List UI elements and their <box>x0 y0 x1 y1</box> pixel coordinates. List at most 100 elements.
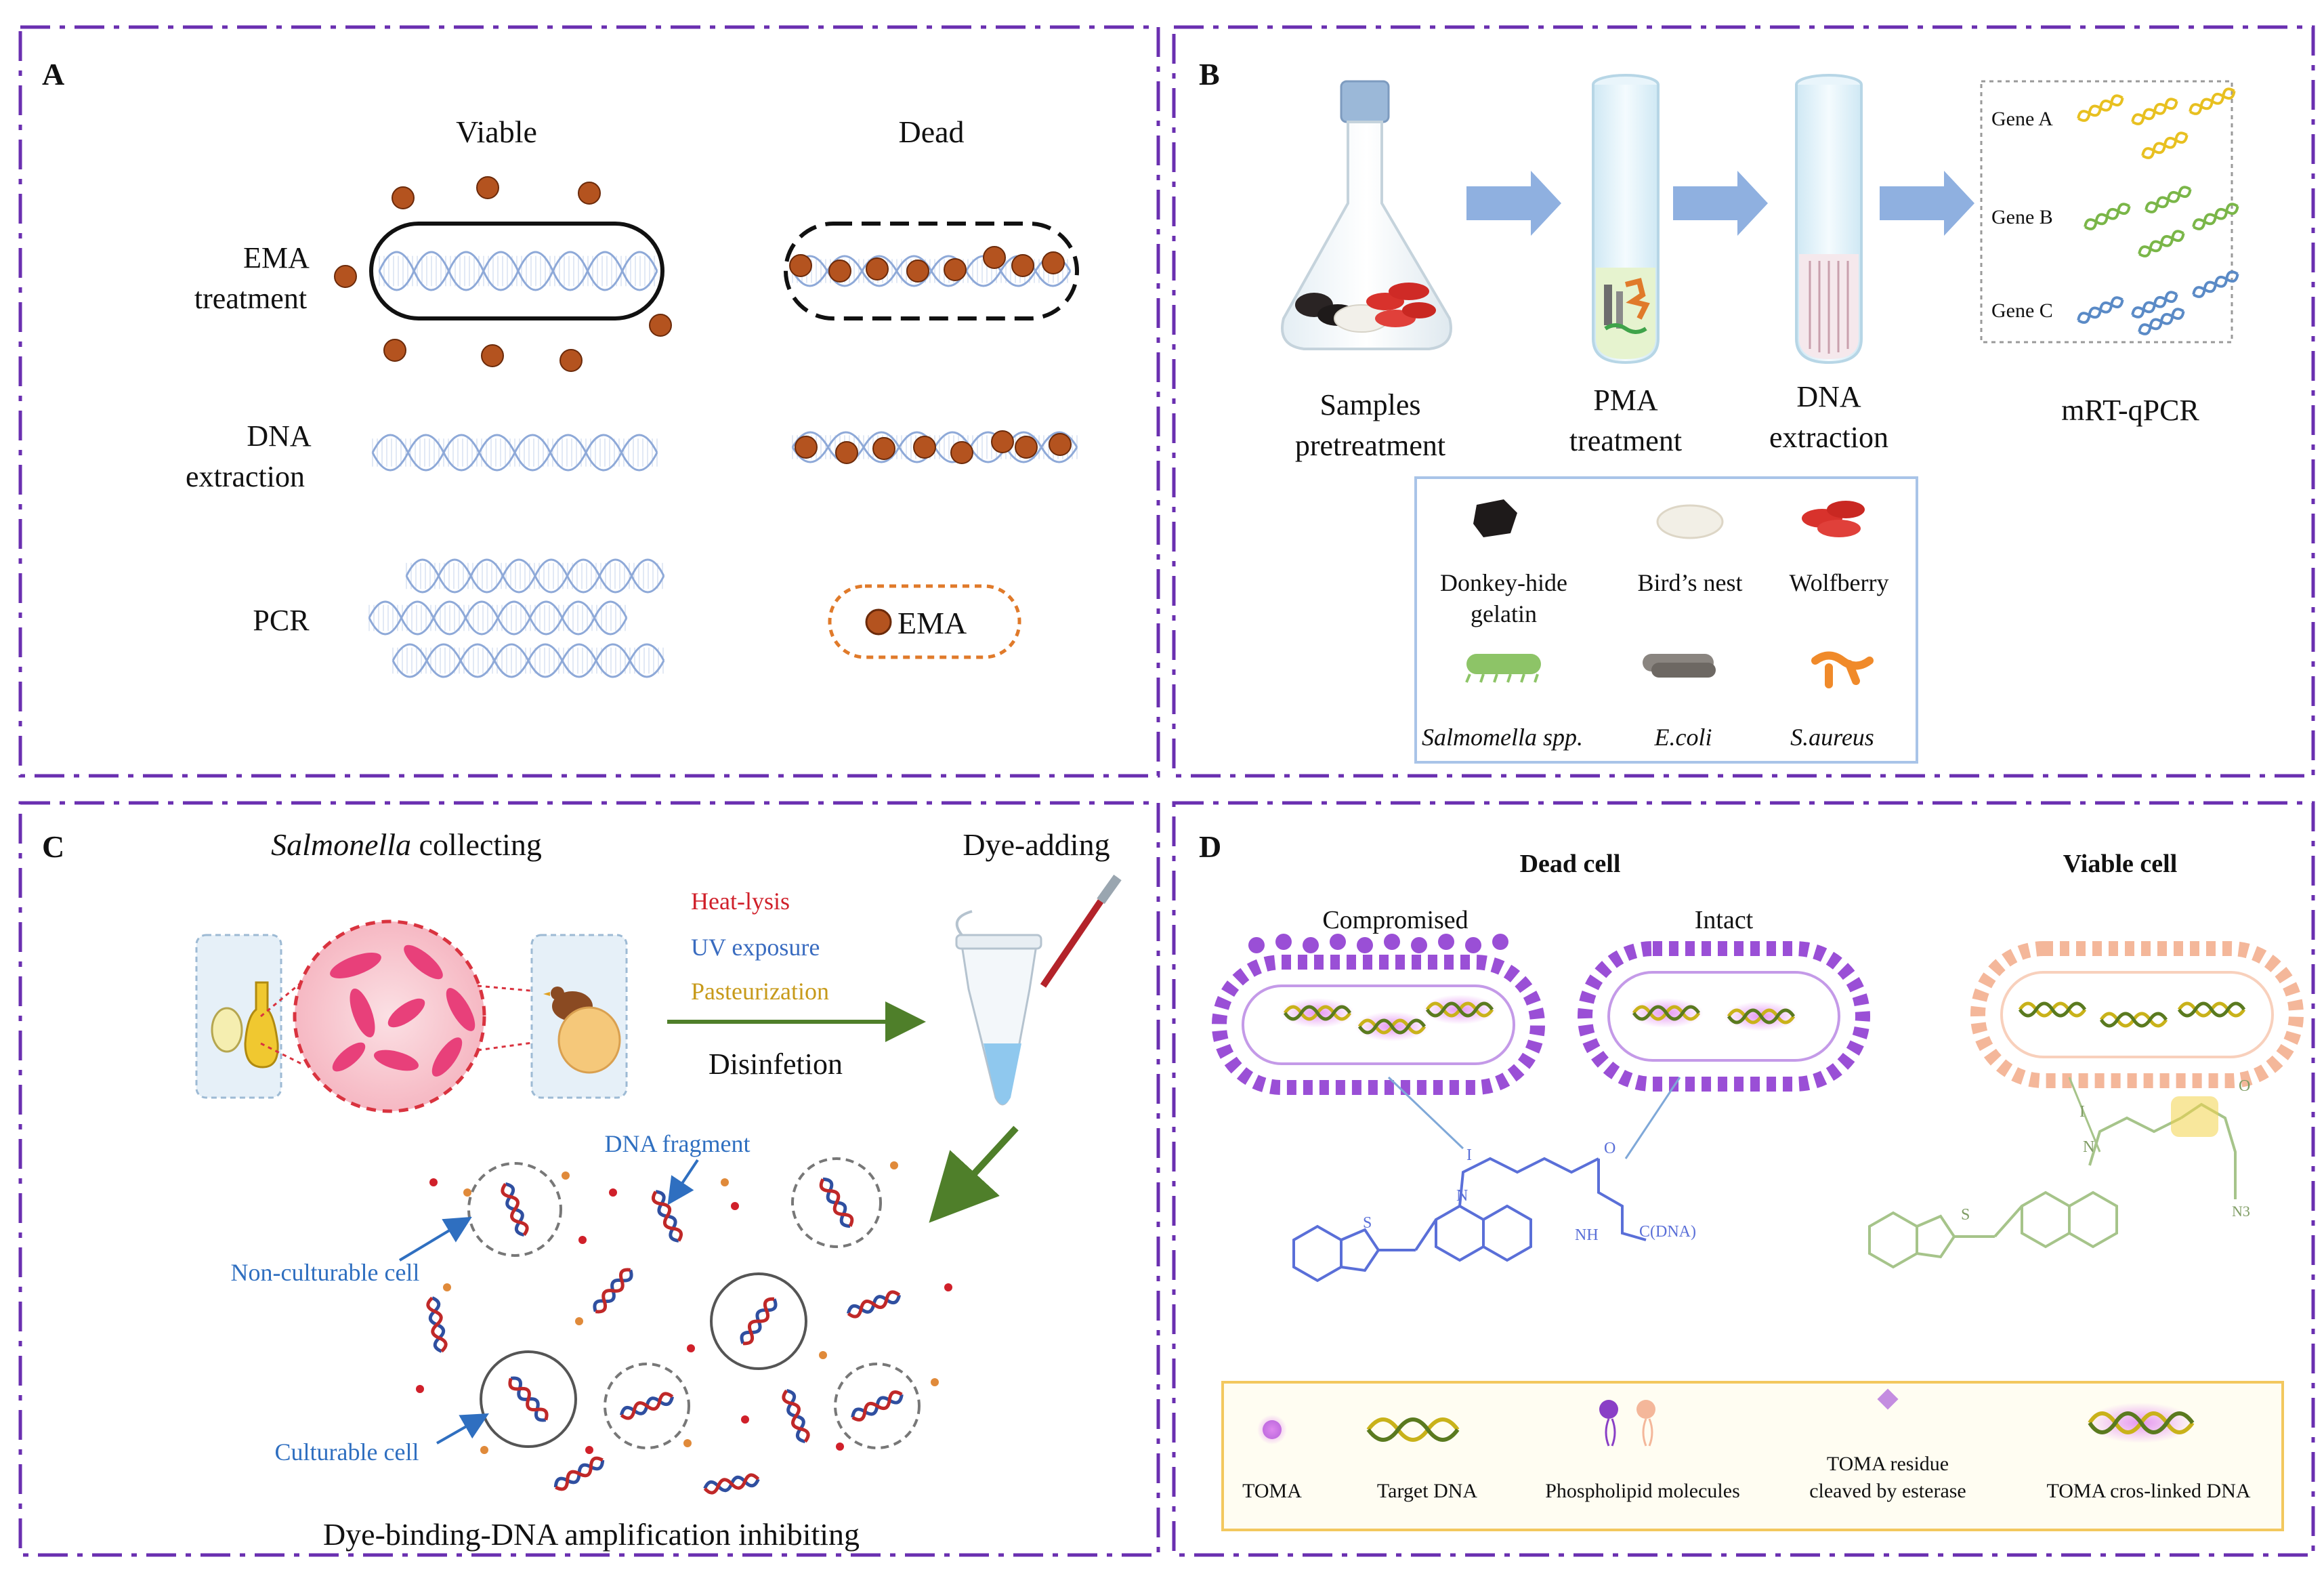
collecting-rest: collecting <box>411 827 542 862</box>
mini-helix-strand <box>2138 230 2184 257</box>
ema-dot <box>578 182 601 205</box>
ema-legend-box <box>828 584 1021 659</box>
viable-cell-title: Viable cell <box>2063 850 2178 878</box>
dye-speck <box>575 1317 583 1325</box>
ester-highlight <box>2171 1096 2218 1137</box>
frame-b <box>1172 25 2315 778</box>
saureus-icon <box>1811 651 1874 688</box>
gene-box <box>1980 80 2233 344</box>
mini-helix <box>2145 186 2192 213</box>
phospholipid-head <box>1330 934 1346 950</box>
legend-phospholipid: Phospholipid molecules <box>1545 1480 1740 1502</box>
fragment-strand <box>782 1389 810 1443</box>
target-strand <box>1727 1008 1796 1024</box>
panel-b-label: B <box>1199 57 1220 91</box>
toma-residue-structure <box>1868 1102 2237 1269</box>
dye-speck <box>480 1446 488 1454</box>
dye-speck <box>416 1385 424 1393</box>
step-samples-2: pretreatment <box>1295 429 1445 462</box>
salmonella-icon <box>1465 654 1541 683</box>
frame-d <box>1172 801 2315 1557</box>
fragment-strand <box>742 1297 775 1346</box>
ema-dot <box>866 257 889 281</box>
compromised-label: Compromised <box>1322 906 1468 934</box>
dye-speck <box>683 1439 692 1447</box>
col-dead: Dead <box>898 115 964 149</box>
viable-cell-outer <box>1970 941 2304 1088</box>
bacteria-pink <box>330 945 476 1077</box>
sample-legend-box <box>1414 476 1918 764</box>
panel-c-label: C <box>42 829 64 864</box>
sample-flask <box>1281 80 1452 350</box>
nc-cell-2 <box>791 1157 882 1248</box>
target-dna <box>2099 1012 2168 1028</box>
legend-residue-2: cleaved by esterase <box>1809 1480 1966 1502</box>
fragment-strand <box>847 1290 901 1319</box>
fragment-strand <box>819 1178 854 1227</box>
mini-helix <box>2084 203 2131 230</box>
dead-cell-membrane <box>784 222 1079 320</box>
ema-dot <box>481 344 504 367</box>
chem-green-o: O <box>2239 1077 2250 1095</box>
legend-residue-1: TOMA residue <box>1827 1453 1949 1475</box>
dna-fragments-layer <box>426 1177 904 1495</box>
mini-helix-strand <box>2193 203 2239 230</box>
dna-fragment <box>782 1388 810 1444</box>
mini-helix <box>2189 87 2236 115</box>
intact-cell-inner <box>1607 971 1840 1062</box>
col-viable: Viable <box>456 115 537 149</box>
dna-fragment <box>501 1182 529 1237</box>
target-strand <box>1425 1001 1494 1018</box>
bottom-caption: Dye-binding-DNA amplification inhibiting <box>323 1517 860 1552</box>
panel-d-label: D <box>1199 829 1221 864</box>
frame-c <box>18 801 1160 1557</box>
heat-lysis: Heat-lysis <box>691 888 790 915</box>
legend-toma-icon <box>1257 1415 1287 1445</box>
phospholipid-head <box>1411 937 1427 953</box>
mini-helix-strand <box>2142 131 2188 159</box>
legend-box-d <box>1221 1381 2284 1531</box>
gene-a-label: Gene A <box>1991 108 2053 130</box>
row-ema-1: EMA <box>243 241 310 274</box>
dna-fragment <box>426 1296 448 1353</box>
mini-helix-strand <box>2193 270 2239 298</box>
bact-ecoli: E.coli <box>1654 724 1712 751</box>
ema-legend-text: EMA <box>897 606 967 640</box>
chem-blue-n: N <box>1456 1187 1468 1205</box>
legend-phospholipid-icon <box>1599 1400 1655 1447</box>
culturable-pointer <box>436 1413 489 1445</box>
panel-c: C Salmonella collecting Dye-adding <box>42 827 1122 1552</box>
chem-blue-i: I <box>1466 1146 1472 1164</box>
phospholipid-head <box>1384 934 1400 950</box>
ecoli-icon <box>1643 654 1716 678</box>
sample-wolfberry: Wolfberry <box>1789 569 1888 596</box>
dye-specks-layer <box>416 1161 952 1454</box>
mini-helix-strand <box>2132 98 2178 125</box>
ema-dot <box>1011 254 1034 277</box>
culturable-label: Culturable cell <box>275 1438 419 1466</box>
pcr-helix-3 <box>392 643 665 678</box>
dye-speck <box>944 1283 952 1291</box>
legend-crosslinked: TOMA cros-linked DNA <box>2046 1480 2250 1502</box>
ema-dot <box>559 349 583 372</box>
step-pma-1: PMA <box>1593 383 1658 417</box>
sample-donkey-1: Donkey-hide <box>1440 569 1567 596</box>
mini-helix <box>2192 270 2239 298</box>
helix-strand <box>368 600 628 636</box>
ema-dot <box>872 437 895 460</box>
dye-speck <box>429 1178 438 1186</box>
ema-dot <box>835 441 858 464</box>
mini-helix <box>2192 203 2239 230</box>
dye-speck <box>890 1161 898 1169</box>
ema-dot <box>983 246 1006 269</box>
sample-birdsnest: Bird’s nest <box>1637 569 1742 596</box>
frame-a <box>18 25 1160 778</box>
target-strand <box>1632 1005 1701 1021</box>
ema-dot <box>950 441 973 464</box>
ema-dot <box>991 430 1014 453</box>
gene-helix-layer <box>2077 87 2239 335</box>
chem-blue-nh: NH <box>1575 1226 1599 1244</box>
helix-strand <box>791 255 1072 287</box>
phospholipid-head <box>1492 934 1508 950</box>
dna-fragment <box>846 1290 902 1319</box>
